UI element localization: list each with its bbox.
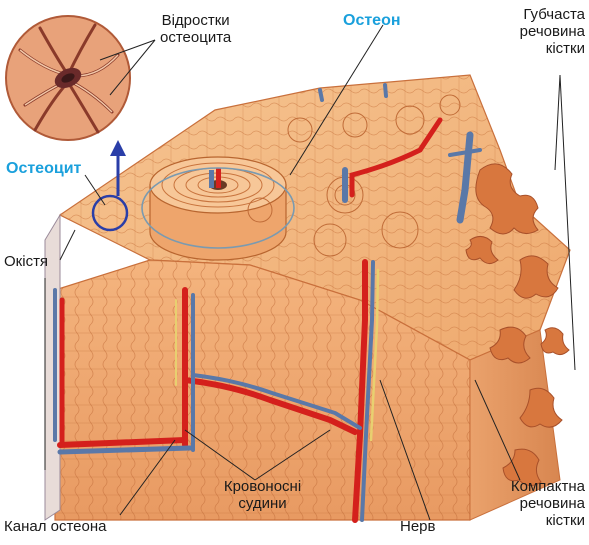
osteon-cylinder	[142, 157, 294, 260]
label-nerve: Нерв	[400, 518, 436, 535]
label-osteon: Остеон	[343, 12, 401, 29]
label-blood-vessels: Кровоносні судини	[215, 478, 310, 512]
label-spongy-bone: Губчаста речовина кістки	[503, 6, 585, 57]
label-periosteum: Окістя	[4, 253, 48, 270]
label-osteon-canal: Канал остеона	[4, 518, 106, 535]
label-compact-bone: Компактна речовина кістки	[490, 478, 585, 529]
osteocyte-inset	[6, 16, 130, 140]
label-osteocyte: Остеоцит	[6, 160, 81, 177]
label-osteocyte-processes: Відростки остеоцита	[160, 12, 231, 46]
